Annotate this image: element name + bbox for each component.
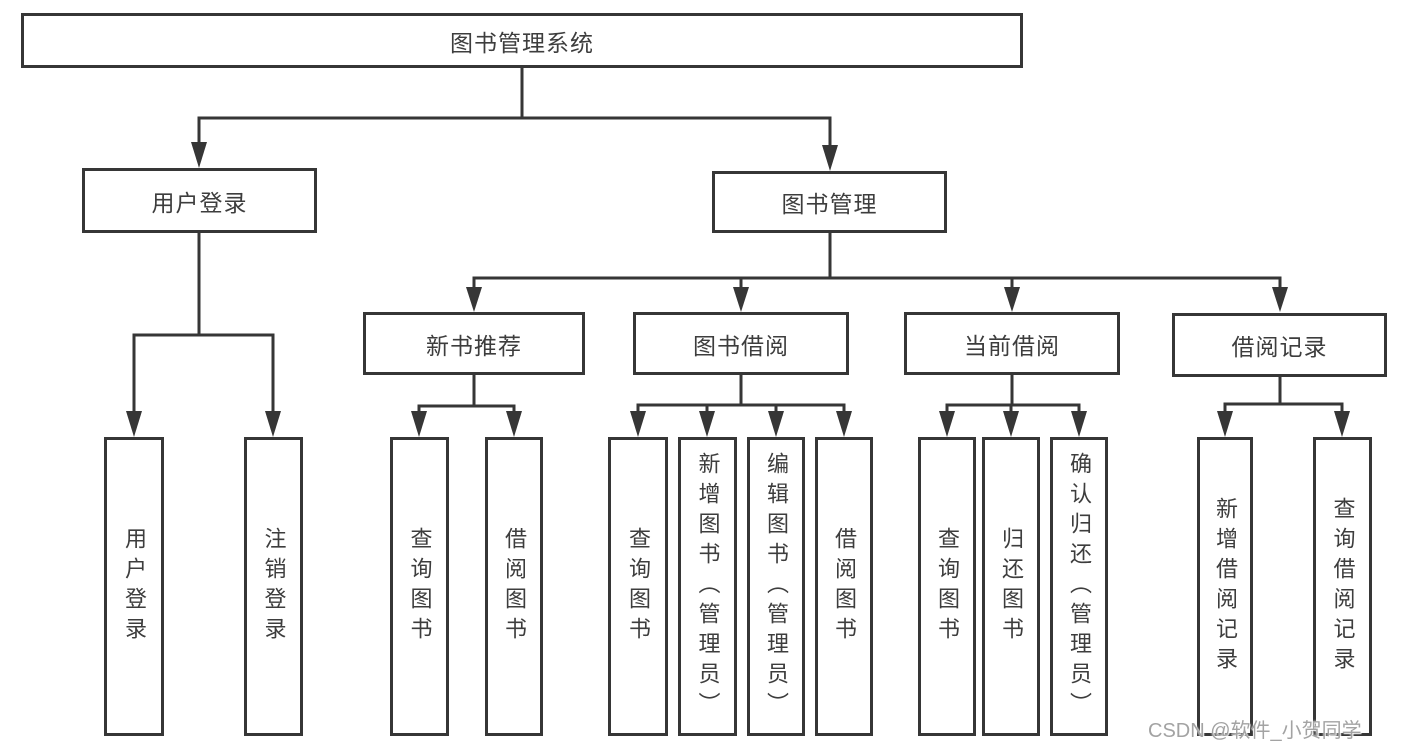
node-label: 新增图书（管理员）: [695, 451, 721, 722]
arrow-leaf-4: [506, 411, 522, 437]
node-label: 借阅图书: [832, 526, 857, 647]
node-label: 图书借阅: [693, 332, 789, 359]
arrow-to-current: [1004, 287, 1020, 312]
arrow-to-book-mgmt: [822, 145, 838, 171]
node-label: 新书推荐: [426, 332, 522, 359]
node-label: 编辑图书（管理员）: [764, 451, 789, 722]
arrow-leaf-6: [699, 411, 715, 437]
arrow-leaf-8: [836, 411, 852, 437]
node-label: 用户登录: [122, 526, 147, 647]
leaf-add-borrow-record: 新增借阅记录: [1197, 437, 1253, 736]
leaf-confirm-return-admin: 确认归还（管理员）: [1050, 437, 1108, 736]
node-label: 归还图书: [999, 526, 1024, 647]
leaf-edit-book-admin: 编辑图书（管理员）: [747, 437, 805, 736]
leaf-query-books-borrow: 查询图书: [608, 437, 668, 736]
leaf-user-login: 用户登录: [104, 437, 164, 736]
node-new-book-recommend: 新书推荐: [363, 312, 585, 375]
arrow-leaf-2: [265, 411, 281, 437]
arrow-leaf-12: [1217, 411, 1233, 437]
node-label: 确认归还（管理员）: [1067, 451, 1092, 722]
arrow-to-borrow: [733, 287, 749, 312]
arrow-leaf-1: [126, 411, 142, 437]
leaf-return-books: 归还图书: [982, 437, 1040, 736]
node-label: 图书管理: [781, 191, 878, 217]
arrow-leaf-10: [1003, 411, 1019, 437]
node-label: 查询借阅记录: [1330, 496, 1356, 677]
leaf-logout: 注销登录: [244, 437, 303, 736]
connector-level3-rail: [472, 276, 1282, 289]
connector-current-rail: [945, 403, 1081, 414]
node-borrow-records: 借阅记录: [1172, 313, 1387, 377]
arrow-leaf-5: [630, 411, 646, 437]
arrow-leaf-9: [939, 411, 955, 437]
node-label: 借阅图书: [502, 526, 527, 647]
node-book-borrow: 图书借阅: [633, 312, 849, 375]
arrow-to-records: [1272, 287, 1288, 312]
arrow-to-user-login: [191, 142, 207, 168]
arrow-to-recommend: [466, 287, 482, 312]
connector-records-rail: [1223, 402, 1344, 414]
connector-recommend-rail: [417, 404, 516, 414]
node-label: 查询图书: [935, 526, 960, 647]
leaf-add-book-admin: 新增图书（管理员）: [678, 437, 737, 736]
node-label: 新增借阅记录: [1213, 496, 1238, 677]
node-label: 当前借阅: [964, 332, 1060, 359]
connector-level2-rail: [197, 116, 832, 148]
node-label: 注销登录: [261, 526, 287, 647]
connector-borrow-rail: [636, 403, 846, 414]
arrow-leaf-13: [1334, 411, 1350, 437]
node-book-management-system: 图书管理系统: [21, 13, 1023, 68]
leaf-query-books-current: 查询图书: [918, 437, 976, 736]
node-current-borrow: 当前借阅: [904, 312, 1120, 375]
arrow-leaf-3: [411, 411, 427, 437]
arrow-leaf-11: [1071, 411, 1087, 437]
node-label: 借阅记录: [1231, 334, 1328, 360]
leaf-query-borrow-record: 查询借阅记录: [1313, 437, 1372, 736]
arrowheads: [126, 142, 1350, 437]
node-book-management: 图书管理: [712, 171, 947, 233]
csdn-watermark: CSDN @软件_小贺同学: [1148, 720, 1362, 742]
leaf-borrow-books: 借阅图书: [815, 437, 873, 736]
node-label: 用户登录: [151, 189, 248, 216]
node-label: 查询图书: [407, 526, 433, 647]
leaf-borrow-books-recommend: 借阅图书: [485, 437, 543, 736]
arrow-leaf-7: [768, 411, 784, 437]
connector-user-login-rail: [132, 333, 275, 414]
node-user-login: 用户登录: [82, 168, 317, 233]
node-label: 图书管理系统: [450, 29, 594, 56]
node-label: 查询图书: [626, 526, 651, 647]
leaf-query-books-recommend: 查询图书: [390, 437, 449, 736]
